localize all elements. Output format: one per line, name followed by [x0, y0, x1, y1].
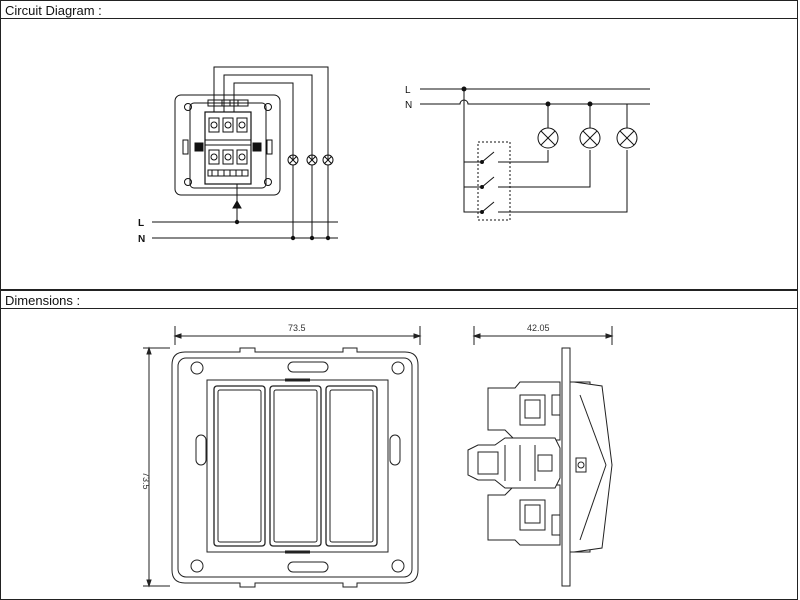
triple-switch-box [477, 141, 511, 221]
screw-hole-icon [391, 559, 405, 573]
screw-hole-icon [190, 361, 204, 375]
front-height-value: 73.5 [141, 472, 151, 490]
terminal [222, 117, 234, 133]
circuit-diagram-header: Circuit Diagram : [0, 0, 798, 19]
contact-pad [194, 142, 204, 152]
line-label: L [138, 218, 144, 229]
terminal-screw-icon [210, 153, 218, 161]
side-view [467, 326, 614, 587]
mounting-slot [287, 561, 329, 573]
schematic-neutral-conductor [420, 99, 650, 105]
terminal [236, 117, 248, 133]
rocker-left [213, 385, 266, 547]
contact-pad [252, 142, 262, 152]
terminal-strip [207, 169, 249, 177]
mounting-slot [287, 361, 329, 373]
screw-hole-icon [264, 178, 272, 186]
screw-hole-icon [264, 103, 272, 111]
wire-lamp1 [233, 82, 294, 160]
rocker-middle [269, 385, 322, 547]
neutral-label: N [138, 234, 145, 245]
center-mechanism [467, 437, 561, 489]
slot [266, 139, 273, 155]
circuit-diagram-panel [0, 19, 798, 290]
body-module-top [487, 381, 561, 441]
terminal-strip [207, 99, 249, 107]
terminal-screw-icon [210, 121, 218, 129]
terminal-screw-icon [238, 153, 246, 161]
lamp-icon [537, 127, 559, 149]
mounting-plate [171, 347, 419, 588]
wire-lamp3 [213, 66, 329, 160]
screw-hole-icon [190, 559, 204, 573]
pivot [575, 457, 587, 473]
terminal-screw-icon [238, 121, 246, 129]
schematic-line-label: L [405, 85, 411, 96]
terminal [222, 149, 234, 165]
terminal-block [204, 111, 252, 185]
body-module-bottom [487, 484, 561, 546]
schematic-neutral-label: N [405, 100, 412, 111]
terminal-screw-icon [224, 121, 232, 129]
rocker-right [325, 385, 378, 547]
screw-hole-icon [184, 178, 192, 186]
slot [182, 139, 189, 155]
front-view [143, 326, 422, 588]
switch-inner-frame [189, 102, 267, 189]
terminal [208, 117, 220, 133]
wiring-diagram [152, 66, 338, 241]
side-depth-value: 42.05 [527, 323, 550, 333]
wire-lamp2 [223, 74, 313, 160]
mounting-slot [195, 434, 207, 466]
dimensions-header: Dimensions : [0, 290, 798, 309]
schematic-diagram [420, 86, 650, 221]
rocker-profile [573, 381, 613, 553]
lamp-icon [579, 127, 601, 149]
arrow-up-icon [232, 199, 242, 209]
mounting-slot [389, 434, 401, 466]
terminal [236, 149, 248, 165]
screw-hole-icon [184, 103, 192, 111]
terminal [208, 149, 220, 165]
terminal-clamp [519, 394, 546, 426]
front-width-value: 73.5 [288, 323, 306, 333]
side-plate [561, 347, 571, 587]
terminal-screw-icon [224, 153, 232, 161]
terminal-clamp [519, 499, 546, 531]
screw-hole-icon [391, 361, 405, 375]
lamp-icon [616, 127, 638, 149]
